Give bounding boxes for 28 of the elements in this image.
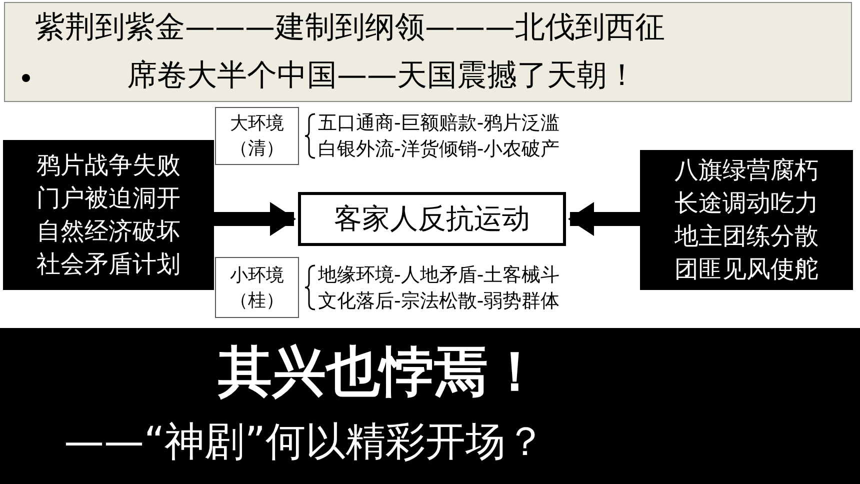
arrow xyxy=(568,202,640,236)
context-label: 小环境（桂） xyxy=(229,264,285,312)
text-line: 门户被迫洞开 xyxy=(36,183,180,214)
text-line: 自然经济破坏 xyxy=(36,216,180,247)
text-line: 八旗绿营腐朽 xyxy=(674,155,818,186)
text-line: 长途调动吃力 xyxy=(674,188,818,219)
process-box xyxy=(298,192,566,246)
node-label: 客家人反抗运动 xyxy=(334,201,530,237)
heading-band xyxy=(0,328,860,484)
title-banner xyxy=(4,2,852,102)
cause-panel xyxy=(3,140,214,290)
detail-text: 五口通商-巨额赔款-鸦片泛滥 xyxy=(318,111,560,136)
context-box xyxy=(215,107,299,165)
text-line: 团匪见风使舵 xyxy=(674,254,818,285)
slide-title: 其兴也悖焉！ xyxy=(218,339,542,405)
heading-text: 紫荆到紫金———建制到纲领———北伐到西征 xyxy=(35,9,665,47)
detail-text: 文化落后-宗法松散-弱势群体 xyxy=(318,288,560,314)
context-box xyxy=(215,257,299,318)
text-line: 地主团练分散 xyxy=(674,221,818,252)
detail-text: 白银外流-洋货倾销-小农破产 xyxy=(318,137,560,162)
heading-text: 席卷大半个中国——天国震撼了天朝！ xyxy=(127,57,637,95)
text-line: 社会矛盾计划 xyxy=(36,249,180,280)
context-label: 大环境（清） xyxy=(229,112,285,161)
cause-panel xyxy=(640,150,853,290)
text-line: 鸦片战争失败 xyxy=(36,150,180,181)
slide-subtitle: ——“神剧”何以精彩开场？ xyxy=(64,418,546,467)
detail-text: 地缘环境-人地矛盾-土客械斗 xyxy=(318,262,560,288)
arrow xyxy=(214,202,296,236)
